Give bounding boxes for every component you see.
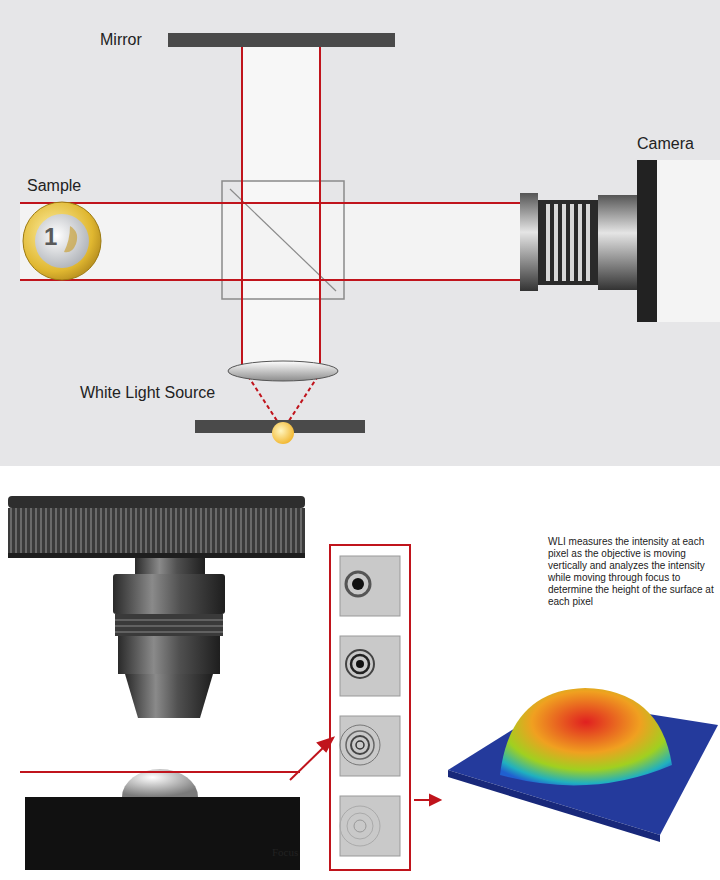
part-label: Sample [27,176,81,195]
coin-numeral: 1 [44,223,57,252]
part-label: White Light Source [80,383,215,402]
focus-label: Focus [272,846,298,859]
part-label: Mirror [100,30,142,49]
part-label: Camera [637,134,694,153]
note-text: WLI measures the intensity at each pixel… [548,536,716,608]
